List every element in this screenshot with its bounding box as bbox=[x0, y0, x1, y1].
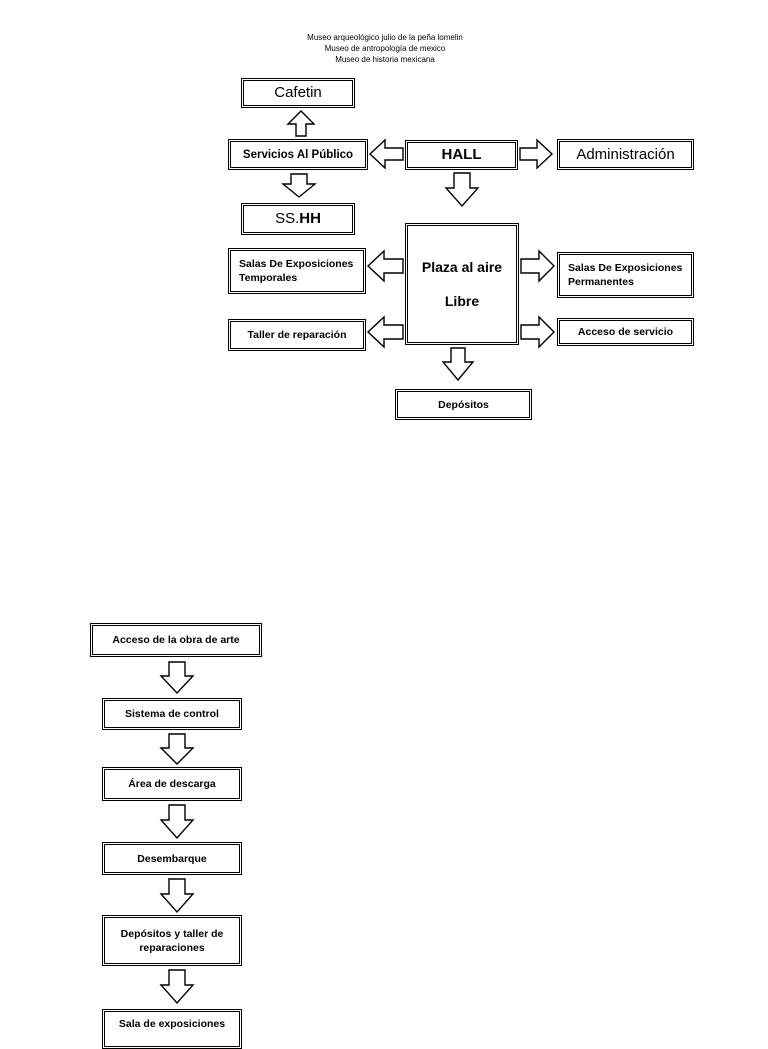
step-label-5: Depósitos y taller de reparaciones bbox=[120, 927, 224, 954]
salas-temporales-box: Salas De Exposiciones Temporales bbox=[228, 248, 366, 294]
step-box-5: Depósitos y taller de reparaciones bbox=[102, 915, 242, 966]
arrow-hall-to-administracion bbox=[519, 138, 554, 170]
museum-list: Museo arqueológico julio de la peña lome… bbox=[240, 32, 530, 65]
arrow-plaza-to-depositos bbox=[441, 347, 475, 382]
step-box-1: Acceso de la obra de arte bbox=[90, 623, 262, 657]
arrow-plaza-to-permanentes bbox=[520, 249, 555, 283]
arrow-step-5-to-6 bbox=[159, 969, 195, 1005]
arrow-hall-to-servicios bbox=[368, 138, 404, 170]
plaza-line1: Plaza al aire bbox=[421, 259, 503, 275]
arrows-layer bbox=[159, 110, 555, 1005]
cafetin-label: Cafetin bbox=[274, 84, 322, 101]
museum-name-2: Museo de antropología de mexico bbox=[324, 44, 446, 53]
arrow-step-1-to-2 bbox=[159, 661, 195, 695]
arrow-plaza-to-temporales bbox=[366, 249, 404, 283]
plaza-line2: Libre bbox=[444, 293, 480, 309]
step-label-1: Acceso de la obra de arte bbox=[112, 634, 240, 646]
arrow-up-to-cafetin bbox=[286, 110, 316, 137]
hall-label: HALL bbox=[441, 146, 482, 163]
servicios-label: Servicios Al Público bbox=[242, 148, 354, 161]
arrow-step-3-to-4 bbox=[159, 804, 195, 840]
arrow-plaza-to-acceso bbox=[520, 315, 555, 349]
museum-name-3: Museo de historia mexicana bbox=[335, 55, 435, 64]
taller-box: Taller de reparación bbox=[228, 319, 366, 351]
step-box-4: Desembarque bbox=[102, 842, 242, 875]
arrow-down-to-sshh bbox=[281, 173, 317, 198]
plaza-box: Plaza al aire Libre bbox=[405, 223, 519, 345]
salas-permanentes-label: Salas De Exposiciones Permanentes bbox=[568, 262, 683, 288]
arrow-hall-to-plaza bbox=[444, 172, 480, 208]
salas-permanentes-box: Salas De Exposiciones Permanentes bbox=[557, 252, 694, 298]
administracion-label: Administración bbox=[576, 145, 675, 163]
arrow-step-4-to-5 bbox=[159, 878, 195, 914]
taller-label: Taller de reparación bbox=[247, 329, 347, 341]
depositos-label: Depósitos bbox=[438, 398, 489, 411]
hall-box: HALL bbox=[405, 140, 518, 170]
cafetin-box: Cafetin bbox=[241, 78, 355, 108]
servicios-box: Servicios Al Público bbox=[228, 139, 368, 170]
salas-temporales-label: Salas De Exposiciones Temporales bbox=[239, 258, 354, 284]
step-label-2: Sistema de control bbox=[125, 708, 219, 720]
depositos-box: Depósitos bbox=[395, 389, 532, 420]
arrow-step-2-to-3 bbox=[159, 733, 195, 765]
step-label-3: Área de descarga bbox=[128, 778, 216, 790]
acceso-servicio-box: Acceso de servicio bbox=[557, 318, 694, 346]
acceso-servicio-label: Acceso de servicio bbox=[577, 326, 674, 338]
sshh-suffix: HH bbox=[299, 210, 321, 227]
step-box-3: Área de descarga bbox=[102, 767, 242, 801]
sshh-prefix: SS. bbox=[275, 210, 300, 227]
sshh-box: SS.HH bbox=[241, 203, 355, 235]
museum-name-1: Museo arqueológico julio de la peña lome… bbox=[307, 33, 463, 42]
administracion-box: Administración bbox=[557, 139, 694, 170]
arrow-plaza-to-taller bbox=[366, 315, 404, 349]
step-box-2: Sistema de control bbox=[102, 698, 242, 730]
step-label-4: Desembarque bbox=[137, 852, 207, 865]
